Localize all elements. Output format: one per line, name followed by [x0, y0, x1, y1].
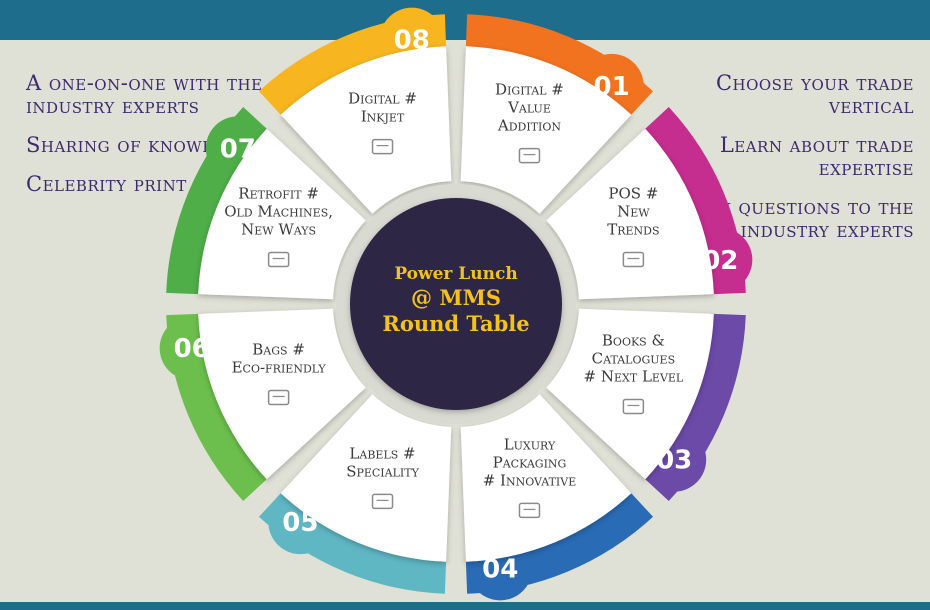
- open-box-icon: [518, 502, 541, 519]
- segment-label-line: Addition: [497, 117, 562, 135]
- segment-label-line: Old Machines,: [224, 203, 333, 221]
- center-title-line2: @ MMS: [411, 285, 501, 310]
- display-stand-icon: [622, 251, 645, 268]
- segment-panels: [198, 46, 714, 562]
- gear-icon: [267, 251, 290, 268]
- tag-icon: [371, 493, 394, 510]
- segment-label-line: # Next Level: [584, 367, 684, 385]
- right-benefit-item: Choose your trade vertical: [715, 71, 914, 118]
- segment-label-line: Books &: [602, 331, 665, 349]
- segment-number: 05: [282, 508, 318, 538]
- shopping-bag-icon: [267, 389, 290, 406]
- segment-panel: [198, 128, 366, 300]
- segment-label-line: Luxury: [504, 435, 556, 453]
- segment-panel: [280, 394, 452, 562]
- segment-number: 04: [482, 554, 518, 584]
- segment-label-line: Bags #: [252, 340, 305, 358]
- right-benefits-list: Choose your trade vertical Learn about t…: [680, 72, 914, 258]
- left-benefit-item: A one-on-one with the industry experts: [26, 71, 263, 118]
- segment-panel: [280, 46, 452, 214]
- segment-label-line: New Ways: [241, 221, 316, 239]
- segment-label-line: Retrofit #: [238, 185, 319, 203]
- segment-panel: [460, 46, 632, 214]
- segment-label-line: Digital #: [495, 81, 564, 99]
- swatch-fan-icon: [371, 138, 394, 155]
- segment-label-line: New: [617, 203, 650, 221]
- segment-label-line: Value: [507, 99, 551, 117]
- left-benefit-item: Sharing of knowledge: [26, 133, 261, 157]
- segment-panel: [546, 308, 714, 480]
- segment-panel: [546, 128, 714, 300]
- right-benefit-item: Learn about trade expertise: [719, 133, 914, 180]
- segment-number: 03: [656, 446, 692, 476]
- segment-label-line: Trends: [607, 221, 659, 239]
- segment-label-line: # Innovative: [483, 471, 577, 489]
- segment-number: 01: [594, 72, 630, 102]
- segment-label-line: Labels #: [349, 444, 415, 462]
- segment-label-line: Speciality: [346, 462, 419, 480]
- segment-number: 08: [394, 26, 430, 56]
- center-title-line1: Power Lunch: [394, 264, 517, 284]
- segment-label-line: Catalogues: [592, 349, 675, 367]
- segment-number: 02: [702, 246, 738, 276]
- foil-sheet-icon: [518, 147, 541, 164]
- segment-number: 07: [220, 134, 256, 164]
- segment-label-line: Packaging: [493, 453, 567, 471]
- center-title-line3: Round Table: [382, 311, 529, 336]
- center-disc: [350, 198, 562, 410]
- right-benefit-item: Ask questions to the industry experts: [693, 195, 914, 242]
- open-book-icon: [622, 398, 645, 415]
- segment-panel: [460, 394, 632, 562]
- segment-label-line: POS #: [608, 185, 658, 203]
- bottom-banner-bar: [0, 602, 930, 610]
- segment-panel: [198, 308, 366, 480]
- segment-label-line: Eco-friendly: [232, 358, 327, 376]
- segment-label-line: Inkjet: [361, 108, 405, 126]
- segment-label-line: Digital #: [348, 90, 417, 108]
- segment-number: 06: [174, 334, 210, 364]
- top-banner-bar: [0, 0, 930, 40]
